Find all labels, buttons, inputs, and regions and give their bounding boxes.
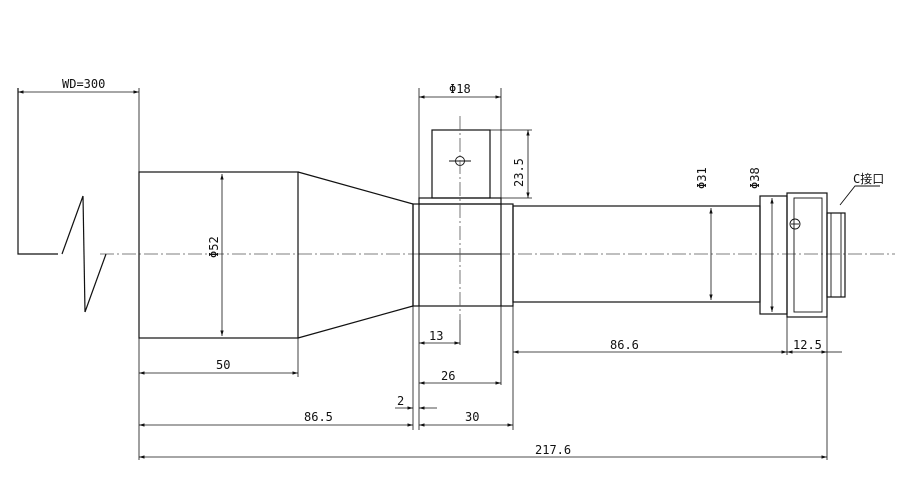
c-mount-label: C接口 — [853, 171, 884, 186]
center-housing — [412, 197, 514, 307]
dia31-label: Φ31 — [695, 167, 709, 189]
wd-label: WD=300 — [62, 77, 105, 91]
dia52-label: Φ52 — [207, 236, 221, 258]
len50-label: 50 — [216, 358, 230, 372]
len86_6-label: 86.6 — [610, 338, 639, 352]
working-distance-bracket — [17, 88, 140, 313]
len2-label: 2 — [397, 394, 404, 408]
len217_6-label: 217.6 — [535, 443, 571, 457]
rear-collar — [759, 195, 788, 315]
front-barrel — [138, 171, 299, 339]
len30-label: 30 — [465, 410, 479, 424]
conical-taper — [297, 171, 414, 339]
len26-label: 26 — [441, 369, 455, 383]
top-mount-block — [418, 88, 532, 320]
horizontal-dimensions — [138, 302, 842, 460]
len12_5-label: 12.5 — [793, 338, 822, 352]
len13-label: 13 — [429, 329, 443, 343]
dia38-label: Φ38 — [748, 167, 762, 189]
h23_5-label: 23.5 — [512, 158, 526, 187]
dia18-label: Φ18 — [449, 82, 471, 96]
len86_5-label: 86.5 — [304, 410, 333, 424]
c-mount-assembly — [786, 185, 880, 318]
